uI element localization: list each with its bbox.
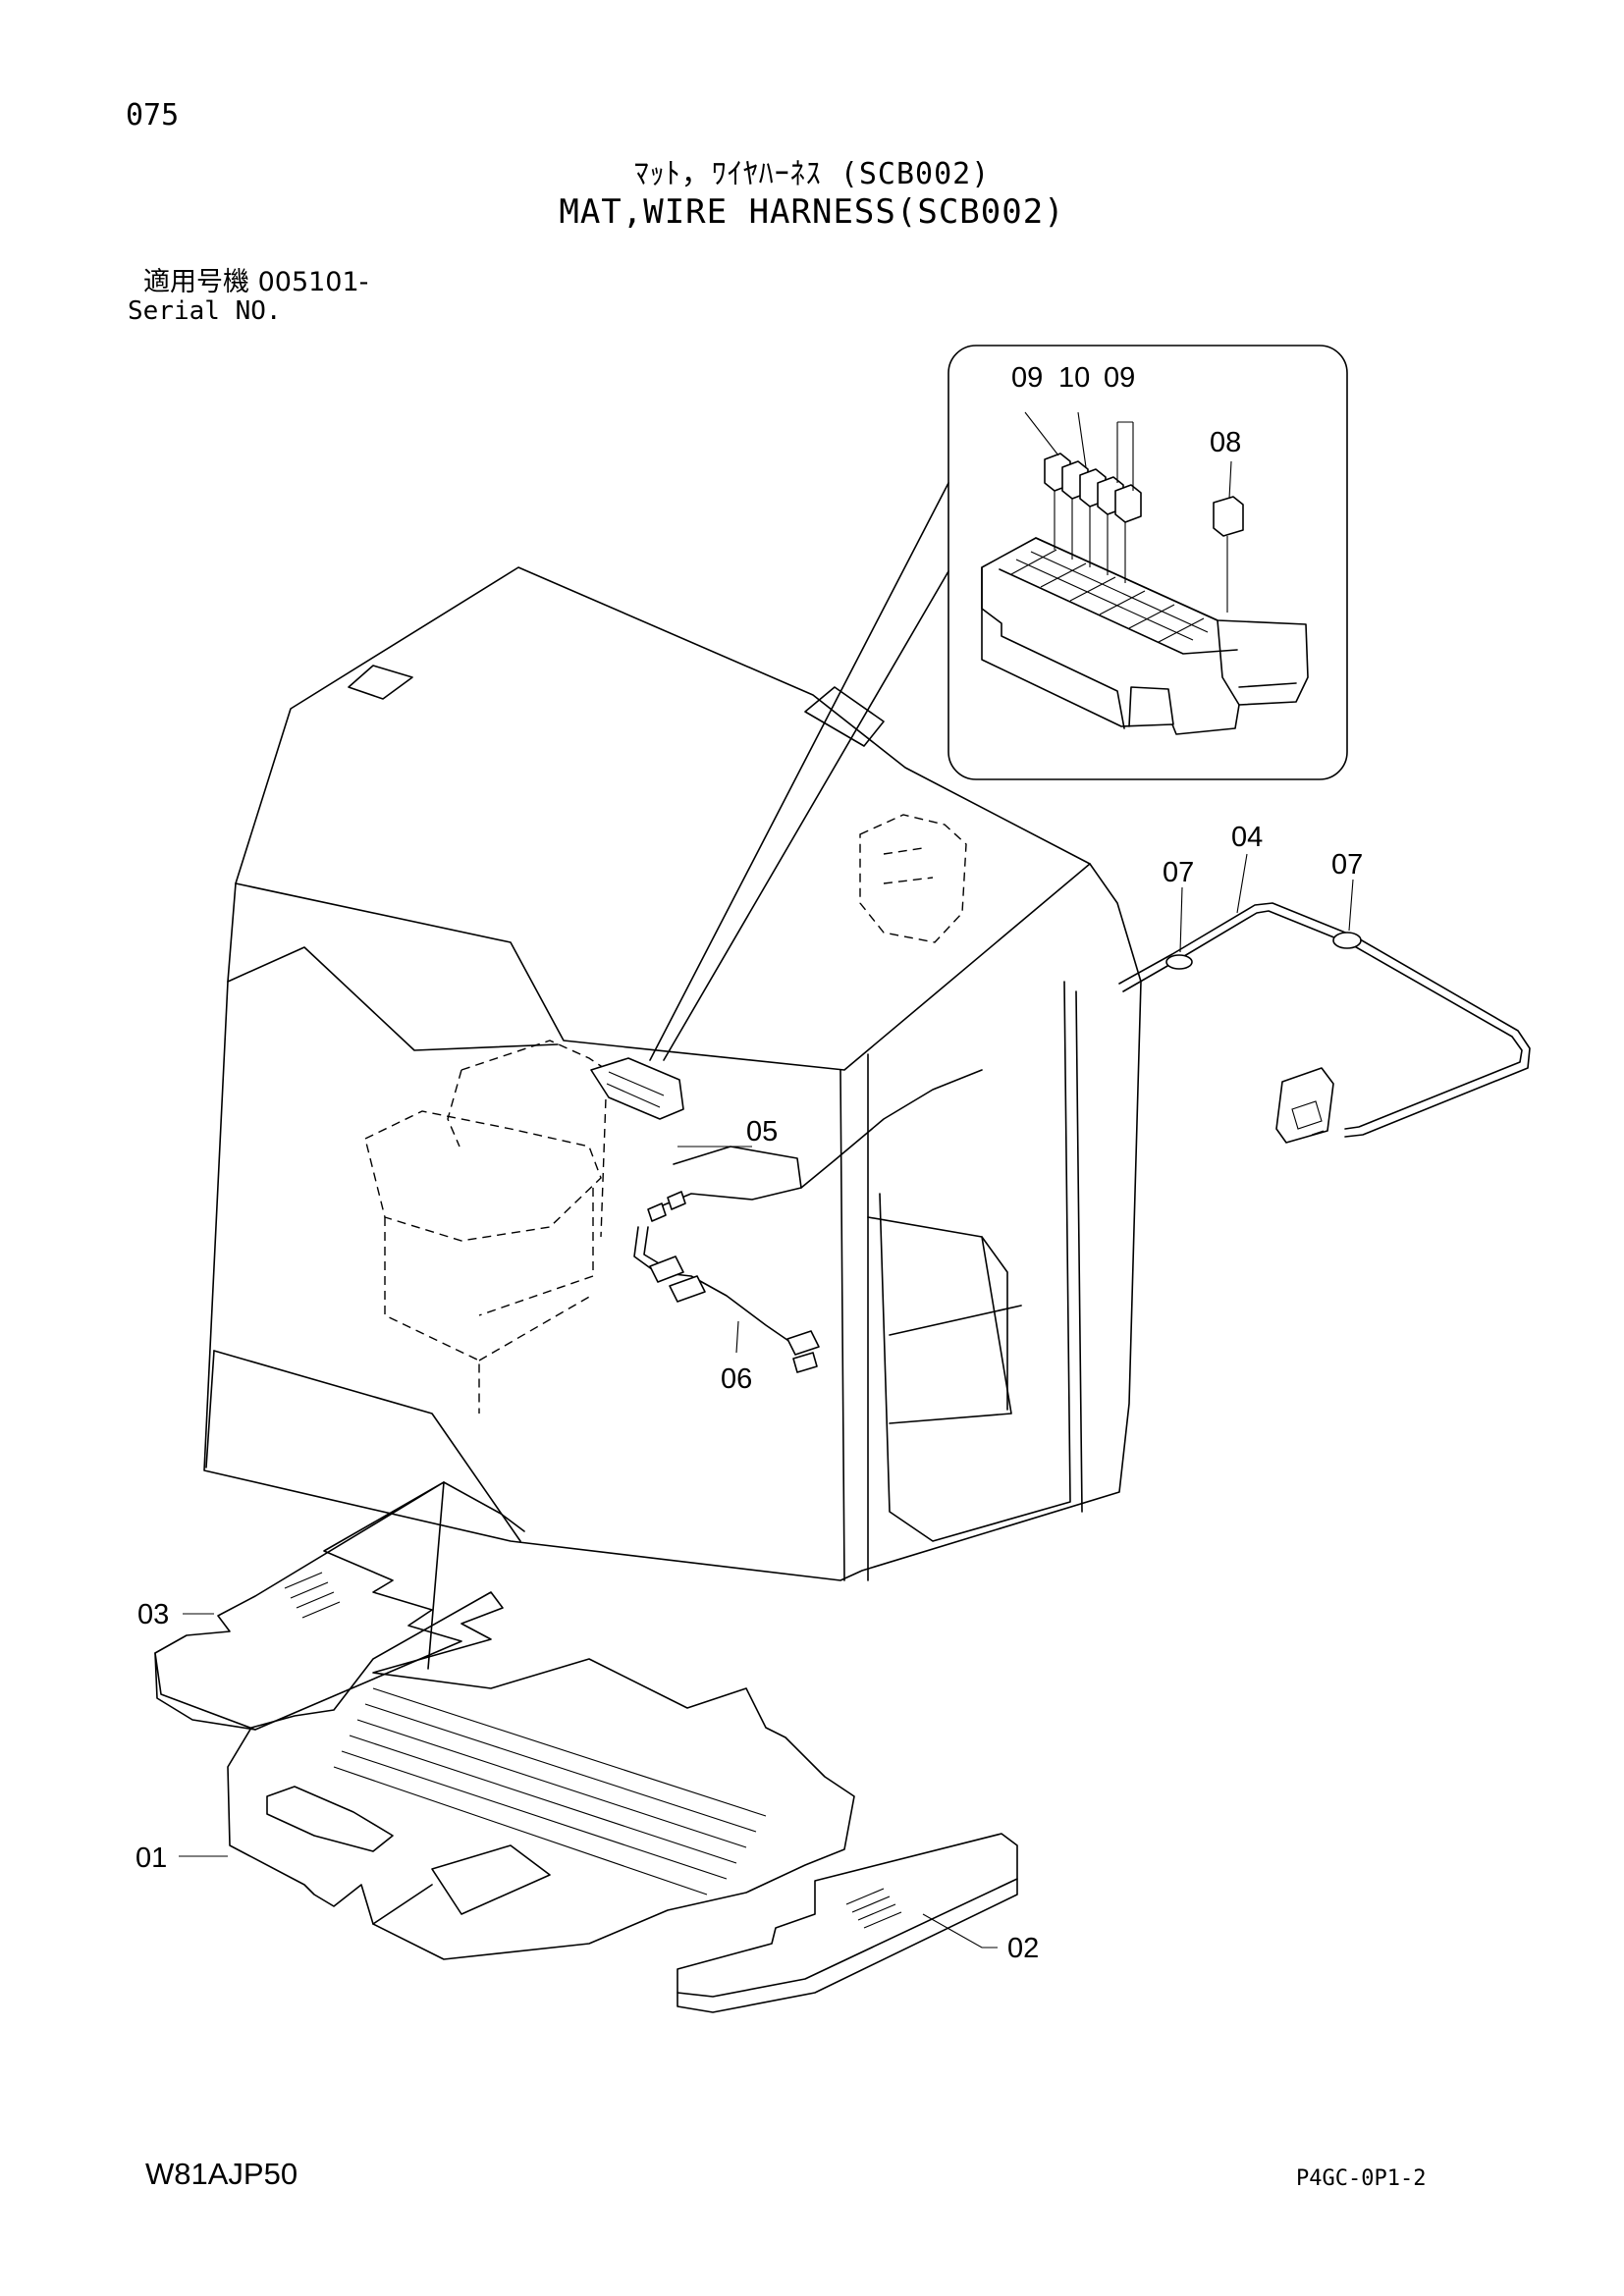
mat-03 [154,1481,525,1731]
title-english: MAT,WIRE HARNESS(SCB002) [559,192,1065,232]
callout-03: 03 [137,1599,169,1630]
serial-english: Serial NO. [128,296,282,326]
callout-07-left: 07 [1163,857,1194,888]
callout-09-left: 09 [1011,362,1043,394]
callout-08: 08 [1210,427,1241,458]
callout-09-right: 09 [1104,362,1135,394]
callout-04: 04 [1231,822,1263,853]
fuse-box-detail-inset [947,345,1348,780]
mat-01 [227,1591,855,1960]
page-number: 075 [126,98,180,133]
leader-04 [1236,853,1248,914]
mat-02 [677,1833,1018,2013]
leader-06 [735,1320,739,1354]
inset-leader-line [649,482,949,1061]
leader-02 [922,1913,998,1949]
document-code: W81AJP50 [145,2157,298,2191]
callout-05: 05 [746,1116,778,1148]
wire-harness-06 [633,1226,820,1373]
leader-07-left [1179,886,1183,953]
callout-01: 01 [135,1842,167,1874]
callout-10: 10 [1058,362,1090,394]
wire-harness-05 [647,1069,983,1222]
antenna-cable-04 [1118,902,1531,1144]
leader-07-right [1348,879,1354,932]
page-code: P4GC-0P1-2 [1296,2166,1427,2191]
fuse-box-mounted [590,1057,684,1120]
serial-japanese: 適用号機 005101- [143,267,369,297]
inset-leader-line [663,570,949,1061]
grommet-left [1165,954,1193,970]
callout-06: 06 [721,1363,752,1395]
callout-02: 02 [1007,1933,1039,1964]
callout-07-right: 07 [1331,849,1363,881]
cab-outline [203,566,1142,1581]
title-japanese: ﾏｯﾄ，ﾜｲﾔﾊｰﾈｽ (SCB002) [633,157,991,191]
grommet-right [1332,932,1362,949]
